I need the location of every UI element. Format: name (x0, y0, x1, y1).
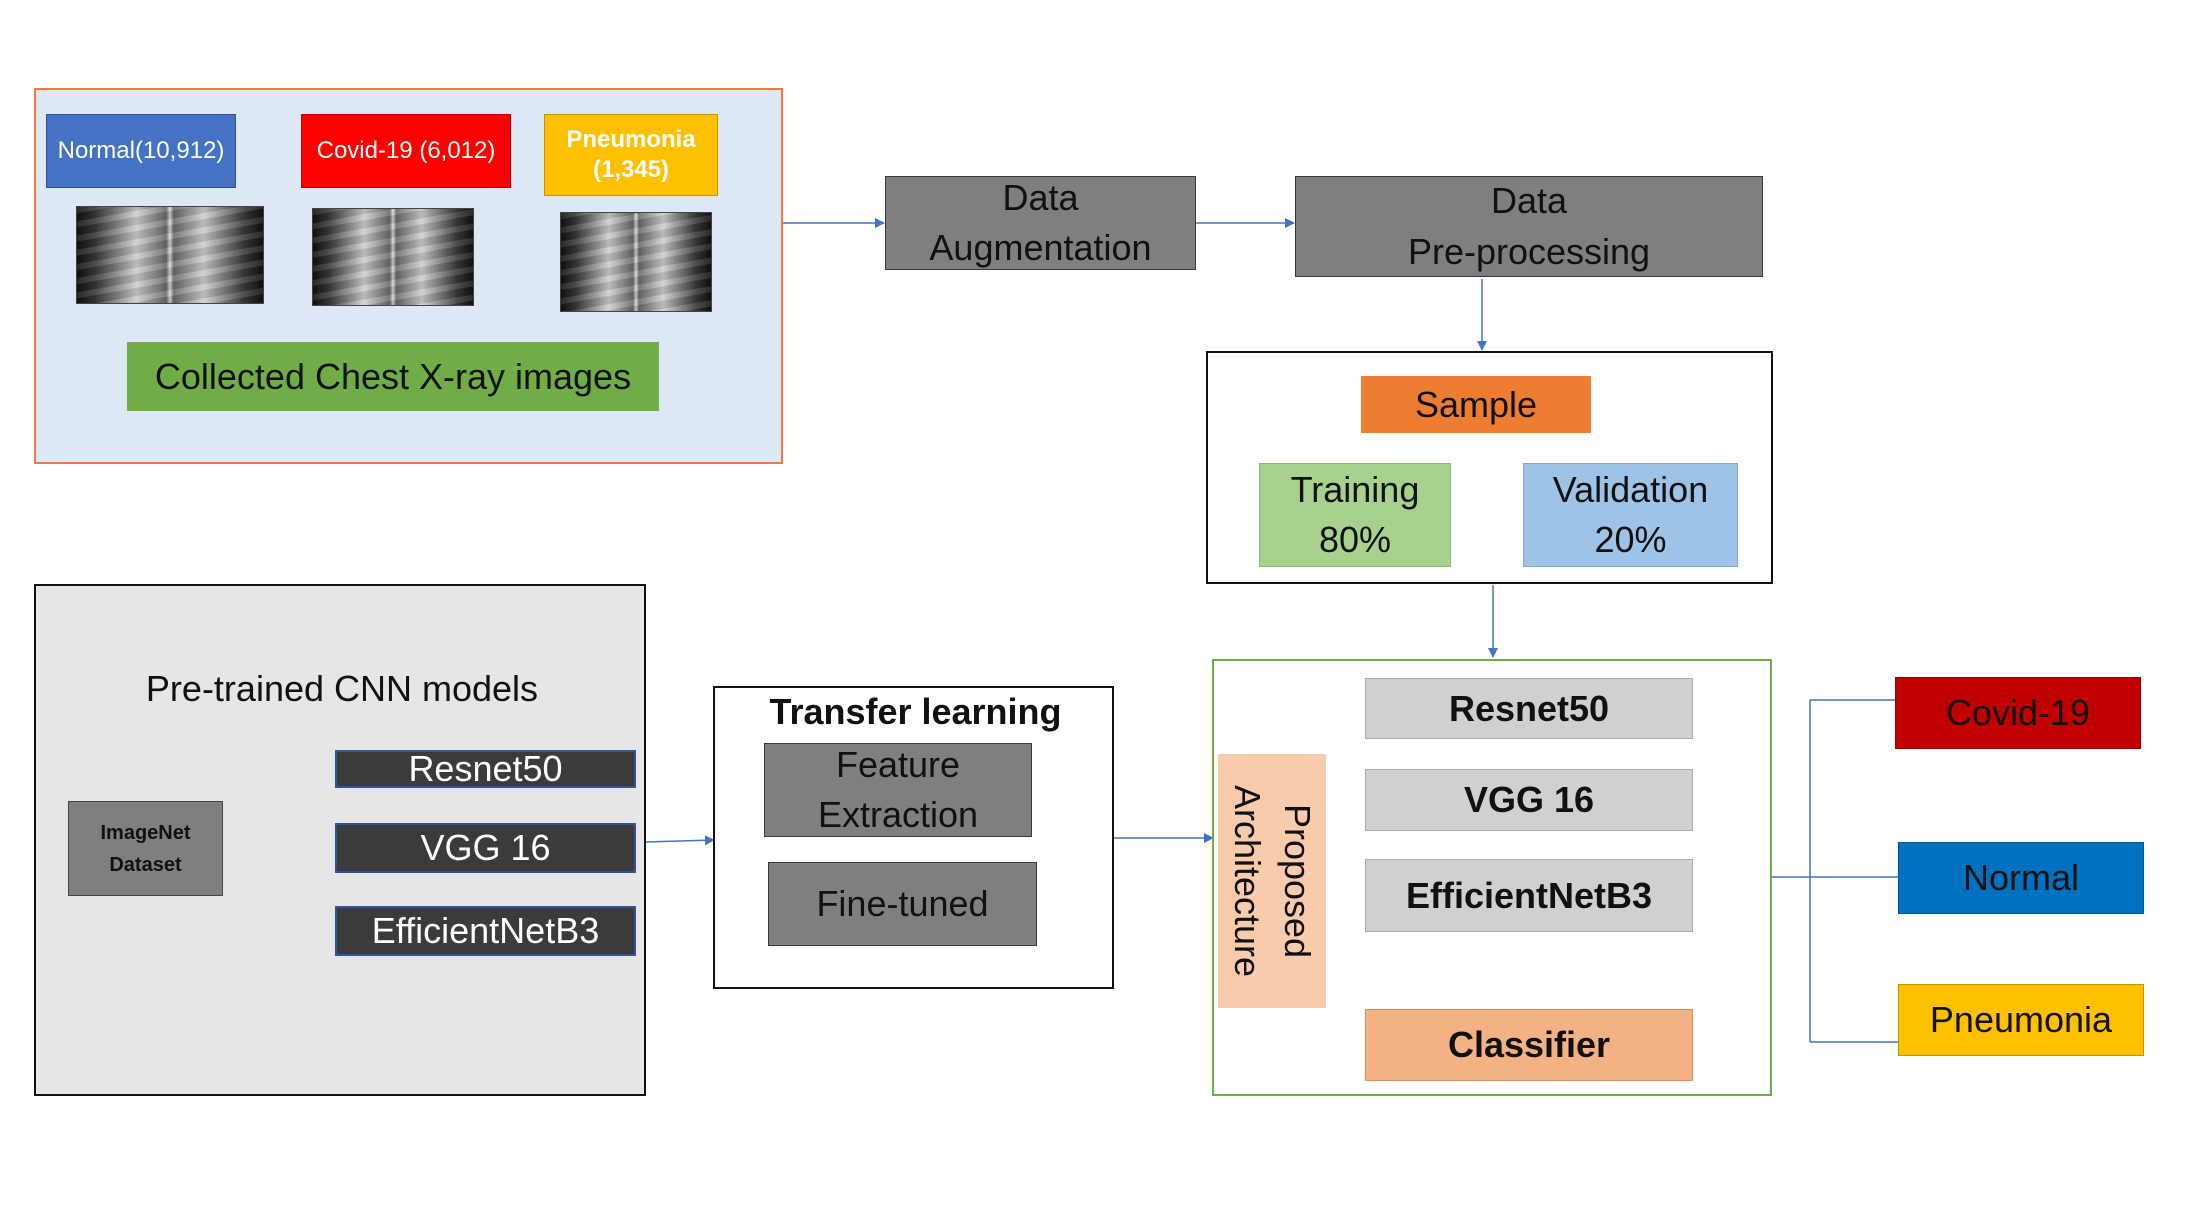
pretrained-model-efficientnetb3: EfficientNetB3 (335, 906, 636, 956)
validation-percent: 20% (1594, 519, 1667, 560)
feature-line2: Extraction (817, 794, 979, 835)
proposed-model-vgg16: VGG 16 (1365, 769, 1693, 831)
class-covid-label: Covid-19 (6,012) (301, 114, 511, 188)
collected-title: Collected Chest X-ray images (127, 342, 659, 411)
transfer-learning-title: Transfer learning (769, 691, 1062, 732)
output-pneumonia: Pneumonia (1898, 984, 2144, 1056)
transfer-learning-panel: Transfer learning Feature Extraction Fin… (713, 686, 1114, 989)
feature-extraction-box: Feature Extraction (764, 743, 1032, 837)
sample-title: Sample (1361, 376, 1591, 433)
training-box: Training 80% (1259, 463, 1451, 567)
xray-image-covid (312, 208, 474, 306)
validation-box: Validation 20% (1523, 463, 1738, 567)
xray-image-normal (76, 206, 264, 304)
output-normal: Normal (1898, 842, 2144, 914)
validation-label: Validation (1552, 468, 1709, 510)
xray-image-pneumonia (560, 212, 712, 312)
data-augmentation-box: Data Augmentation (885, 176, 1196, 270)
class-pneumonia-name: Pneumonia (566, 126, 696, 153)
imagenet-line1: ImageNet (100, 821, 191, 844)
output-covid19: Covid-19 (1895, 677, 2141, 749)
proposed-model-resnet50: Resnet50 (1365, 678, 1693, 739)
arrow-pretrained-to-transfer (645, 835, 715, 846)
proposed-architecture-panel: Proposed Architecture Resnet50 VGG 16 Ef… (1212, 659, 1772, 1096)
data-preprocessing-box: Data Pre-processing (1295, 176, 1763, 277)
proposed-line2: Architecture (1227, 784, 1268, 978)
pretrained-model-resnet50: Resnet50 (335, 748, 636, 789)
class-pneumonia-label: Pneumonia (1,345) (544, 114, 718, 196)
fine-tuned-box: Fine-tuned (768, 862, 1037, 946)
augmentation-line1: Data (1002, 176, 1079, 218)
classifier-box: Classifier (1365, 1009, 1693, 1081)
training-percent: 80% (1318, 519, 1392, 560)
training-label: Training (1290, 468, 1420, 510)
imagenet-line2: Dataset (109, 853, 182, 876)
class-pneumonia-count: (1,345) (592, 156, 670, 183)
preprocessing-line2: Pre-processing (1407, 230, 1651, 272)
imagenet-dataset-box: ImageNet Dataset (68, 801, 223, 896)
augmentation-line2: Augmentation (929, 227, 1152, 268)
preprocessing-line1: Data (1490, 180, 1568, 222)
class-normal-label: Normal(10,912) (46, 114, 236, 188)
proposed-model-efficientnetb3: EfficientNetB3 (1365, 859, 1693, 932)
collected-images-panel: Normal(10,912) Covid-19 (6,012) Pneumoni… (34, 88, 783, 464)
sample-panel: Sample Training 80% Validation 20% (1206, 351, 1773, 584)
pretrained-title: Pre-trained CNN models (145, 668, 539, 709)
pretrained-model-vgg16: VGG 16 (335, 823, 636, 873)
pretrained-models-panel: Pre-trained CNN models ImageNet Dataset … (34, 584, 646, 1096)
proposed-architecture-label: Proposed Architecture (1218, 754, 1326, 1008)
feature-line1: Feature (835, 743, 961, 785)
proposed-line1: Proposed (1277, 803, 1319, 959)
